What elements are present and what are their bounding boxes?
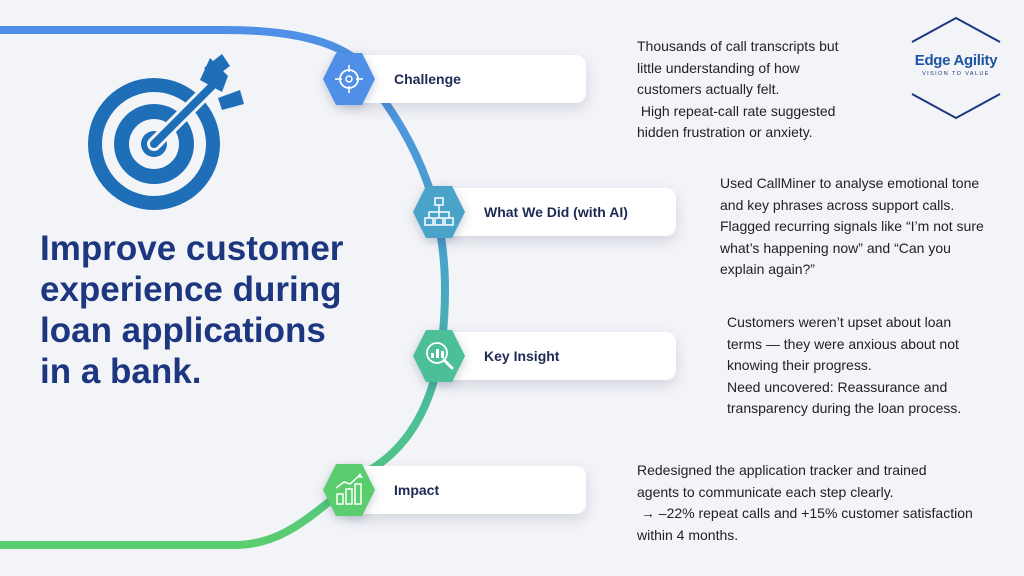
step-description-what-we-did: Used CallMiner to analyse emotional tone… xyxy=(720,175,984,277)
step-key-insight: Key Insight xyxy=(412,330,676,382)
step-card xyxy=(344,55,586,103)
magnifier-chart-icon xyxy=(413,330,465,382)
page-headline: Improve customer experience during loan … xyxy=(40,229,344,391)
hexagon-outline-icon xyxy=(911,16,1001,120)
brand-tagline: VISION TO VALUE xyxy=(922,71,990,77)
step-description-impact: Redesigned the application tracker and t… xyxy=(637,462,973,543)
crosshair-icon xyxy=(323,53,375,105)
step-label: Key Insight xyxy=(484,348,560,364)
step-what-we-did: What We Did (with AI) xyxy=(412,186,676,238)
step-card xyxy=(344,466,586,514)
brand-logo: Edge Agility xyxy=(914,52,998,69)
step-label: Challenge xyxy=(394,71,461,87)
step-card xyxy=(434,332,676,380)
growth-chart-icon xyxy=(323,464,375,516)
target-arrow-icon xyxy=(88,54,244,210)
step-impact: Impact xyxy=(322,464,586,516)
hierarchy-icon xyxy=(413,186,465,238)
step-label: What We Did (with AI) xyxy=(484,204,628,220)
step-description-key-insight: Customers weren’t upset about loan terms… xyxy=(727,314,962,416)
step-description-challenge: Thousands of call transcripts but little… xyxy=(637,38,839,140)
step-card xyxy=(434,188,676,236)
step-label: Impact xyxy=(394,482,440,498)
step-challenge: Challenge xyxy=(322,53,586,105)
